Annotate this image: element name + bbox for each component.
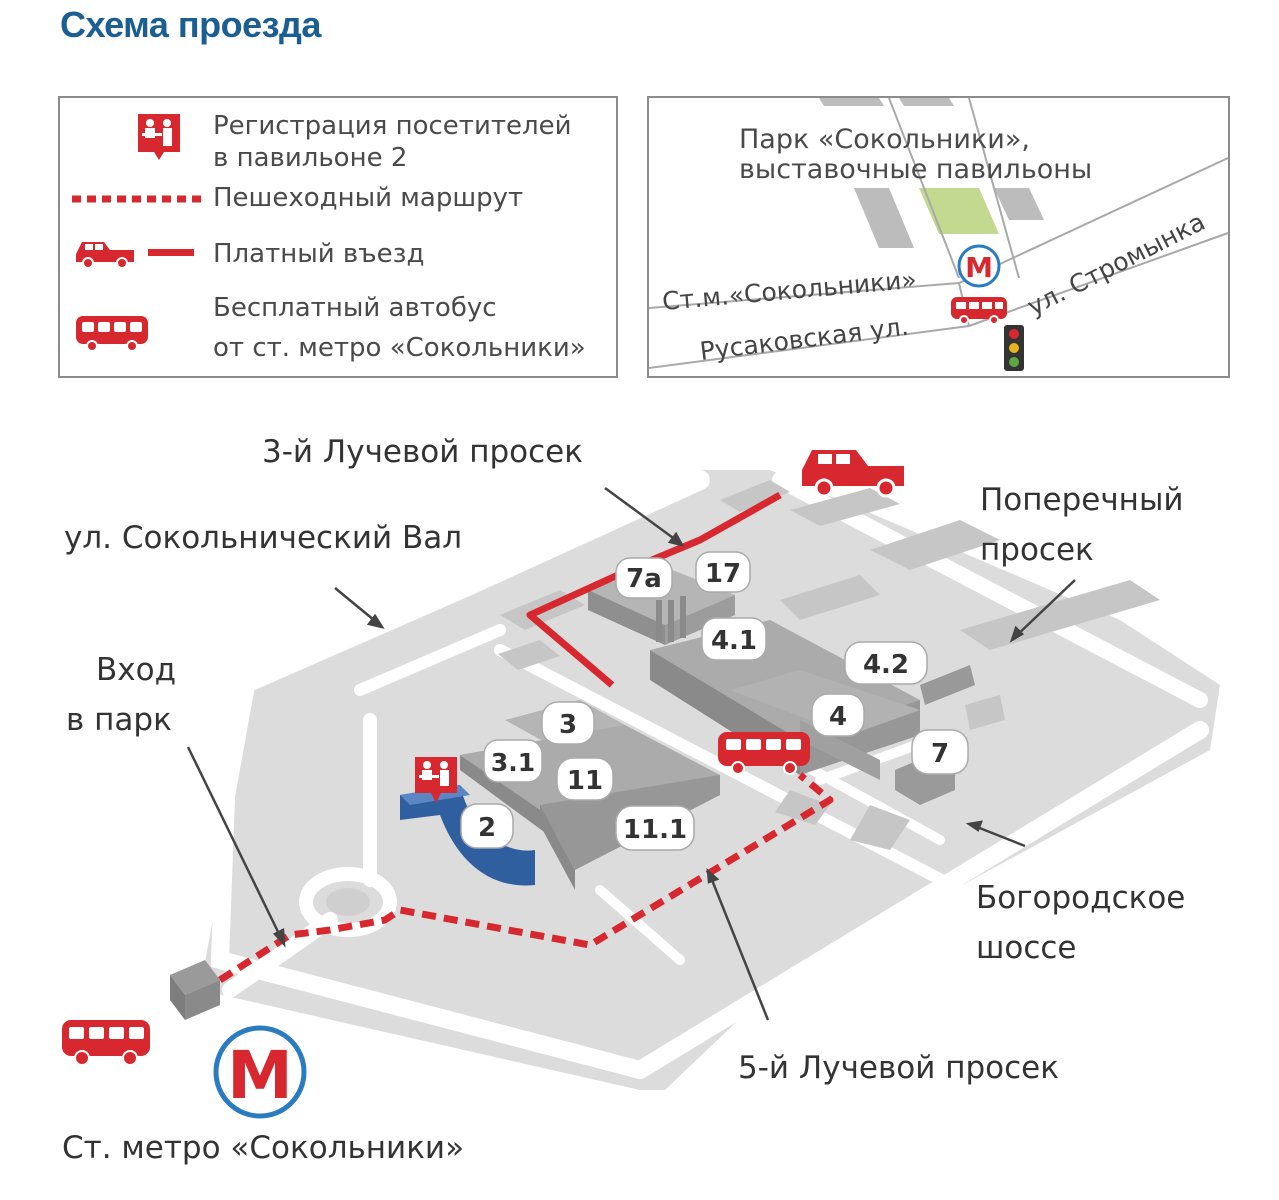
map-bus-icon-bottom — [62, 1020, 150, 1066]
registration-icon — [138, 114, 180, 160]
pavilion-label-111: 11.1 — [615, 805, 695, 851]
label-5th-luchevoy: 5-й Лучевой просек — [738, 1050, 1059, 1086]
legend-free-bus-line2: от ст. метро «Сокольники» — [213, 333, 586, 363]
inset-streets-labels: Ст.м.«Сокольники» Русаковская ул. ул. Ст… — [661, 207, 1210, 366]
label-sokolnichesky-val: ул. Сокольнический Вал — [64, 520, 463, 556]
pavilion-label-7a: 7а — [615, 557, 673, 599]
inset-metro-letter: М — [965, 251, 993, 284]
metro-icon: М — [213, 1025, 307, 1119]
pavilion-label-42: 4.2 — [844, 641, 928, 685]
label-poperechny-line1: Поперечный — [980, 482, 1184, 518]
pavilion-label-17: 17 — [695, 551, 751, 593]
bus-icon — [76, 316, 148, 352]
label-metro-station: Ст. метро «Сокольники» — [62, 1130, 465, 1166]
svg-text:4.2: 4.2 — [863, 650, 909, 680]
inset-park-line2: выставочные павильоны — [739, 154, 1093, 185]
inset-map: Парк «Сокольники», выставочные павильоны… — [647, 96, 1230, 378]
legend-registration-line2: в павильоне 2 — [213, 143, 408, 173]
svg-text:4: 4 — [829, 702, 847, 732]
inset-street-rusakovskaya: Русаковская ул. — [698, 312, 910, 366]
pavilion-label-41: 4.1 — [701, 617, 767, 661]
walking-route-line — [72, 195, 202, 203]
inset-streets — [649, 98, 1228, 369]
paid-entry-line — [148, 249, 194, 256]
entrance-gate — [170, 960, 220, 1020]
pavilion-labels: 7а 17 4.1 4.2 4 7 3 3.1 — [460, 551, 969, 851]
svg-text:7а: 7а — [626, 564, 662, 594]
pavilion-label-2: 2 — [460, 803, 514, 849]
leader-arrows — [186, 486, 1076, 1021]
map-car-icon — [802, 450, 904, 498]
svg-text:2: 2 — [478, 813, 496, 843]
label-bogorodskoe-line2: шоссе — [976, 930, 1077, 966]
legend-paid-entry-label: Платный въезд — [213, 239, 425, 269]
walking-route — [218, 772, 834, 983]
inset-street-stromynka: ул. Стромынка — [1023, 207, 1210, 321]
pavilion-label-11: 11 — [556, 757, 614, 801]
label-poperechny-line2: просек — [980, 532, 1094, 568]
legend-box: Регистрация посетителей в павильоне 2 Пе… — [58, 96, 618, 378]
metro-letter: М — [227, 1037, 293, 1114]
pavilion-label-31: 3.1 — [483, 739, 543, 783]
map-registration-icon — [415, 757, 457, 803]
legend-walking-label: Пешеходный маршрут — [213, 183, 524, 213]
svg-text:4.1: 4.1 — [711, 626, 757, 656]
booth-42 — [920, 665, 975, 705]
legend-registration-line1: Регистрация посетителей — [213, 111, 572, 141]
pavilion-label-7: 7 — [911, 729, 969, 775]
svg-text:3: 3 — [559, 710, 577, 740]
map-bus-icon — [718, 732, 810, 775]
label-bogorodskoe-line1: Богородское — [976, 880, 1186, 916]
label-3rd-luchevoy: 3-й Лучевой просек — [262, 434, 583, 470]
svg-text:11: 11 — [567, 766, 603, 796]
inset-metro-icon: М — [957, 244, 1001, 288]
label-entrance-line1: Вход — [96, 652, 177, 688]
inset-metro-station-label: Ст.м.«Сокольники» — [661, 265, 918, 316]
inset-bus-icon — [951, 297, 1007, 325]
label-entrance-line2: в парк — [66, 702, 172, 738]
traffic-light-icon — [1004, 325, 1024, 371]
park-roads — [210, 470, 1209, 1079]
svg-text:11.1: 11.1 — [623, 815, 687, 845]
main-map: 7а 17 4.1 4.2 4 7 3 3.1 — [62, 450, 1220, 1119]
svg-text:7: 7 — [931, 739, 949, 769]
svg-text:17: 17 — [705, 559, 741, 589]
car-icon — [76, 242, 134, 269]
pavilion-label-4: 4 — [811, 693, 865, 737]
page-title: Схема проезда — [60, 4, 321, 45]
svg-text:3.1: 3.1 — [491, 748, 535, 777]
pavilion-label-3: 3 — [541, 701, 595, 745]
legend-free-bus-line1: Бесплатный автобус — [213, 293, 497, 323]
inset-park-line1: Парк «Сокольники», — [739, 124, 1030, 155]
